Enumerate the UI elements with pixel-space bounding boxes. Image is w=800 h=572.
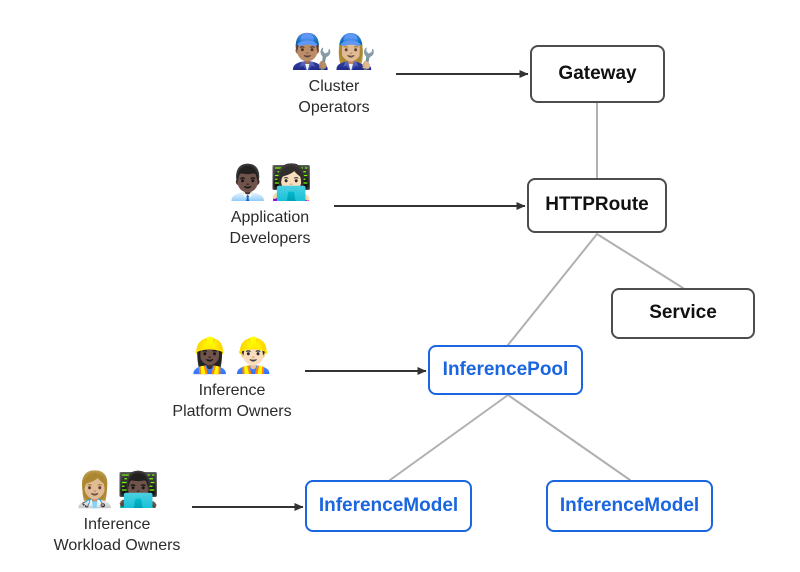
persona-application-developers: 👨🏿‍💼👩🏻‍💻 Application Developers [208,163,332,249]
node-label: InferenceModel [559,494,700,516]
woman-health-worker-icon: 👩🏼‍⚕️👨🏿‍💻 [73,470,161,510]
woman-construction-worker-icon: 👷🏿‍♀️👷🏻‍♂️ [188,336,276,376]
node-inferencepool[interactable]: InferencePool [428,345,583,395]
persona-label: Application Developers [229,209,311,247]
connector-inferencepool-model-left [389,394,509,481]
node-gateway[interactable]: Gateway [530,45,665,103]
node-label: HTTPRoute [545,194,649,216]
node-httproute[interactable]: HTTPRoute [527,178,667,233]
node-label: InferencePool [442,358,569,380]
connector-inferencepool-model-right [507,394,631,481]
persona-label: Inference Platform Owners [172,382,292,420]
persona-cluster-operators: 👨🏽‍🔧👩🏼‍🔧 Cluster Operators [272,32,396,118]
node-label: Gateway [558,62,637,84]
man-office-worker-icon: 👨🏿‍💼👩🏻‍💻 [226,163,314,203]
node-label: Service [649,302,717,324]
node-label: InferenceModel [318,494,459,516]
persona-inference-platform-owners: 👷🏿‍♀️👷🏻‍♂️ Inference Platform Owners [163,336,301,422]
persona-arrows [192,70,529,511]
connector-httproute-inferencepool [507,233,598,346]
persona-label: Cluster Operators [298,78,370,116]
node-inferencemodel-right[interactable]: InferenceModel [546,480,713,532]
node-service[interactable]: Service [611,288,755,339]
node-inferencemodel-left[interactable]: InferenceModel [305,480,472,532]
man-mechanic-icon: 👨🏽‍🔧👩🏼‍🔧 [290,32,378,72]
persona-inference-workload-owners: 👩🏼‍⚕️👨🏿‍💻 Inference Workload Owners [47,470,187,556]
persona-label: Inference Workload Owners [53,516,181,554]
connector-httproute-service [596,233,684,289]
